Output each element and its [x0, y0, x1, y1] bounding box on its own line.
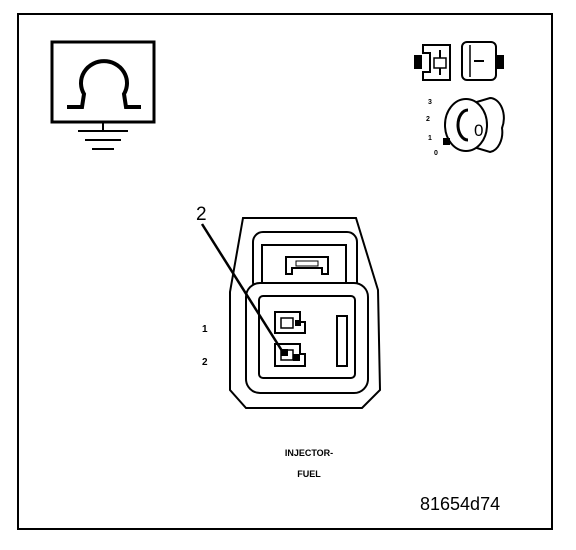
ignition-position-3: 3 [428, 99, 432, 106]
callout-leader-line [200, 223, 286, 355]
pin-label-2: 2 [202, 357, 208, 368]
figure-frame [17, 13, 553, 530]
component-caption-line1: INJECTOR- [285, 448, 333, 458]
figure-id: 81654d74 [420, 494, 500, 514]
pin-label-1: 1 [202, 324, 208, 335]
ignition-switch-off-icon [443, 96, 505, 154]
ignition-position-2: 2 [426, 116, 430, 123]
component-caption-line2: FUEL [297, 469, 321, 479]
callout-tip [281, 349, 288, 356]
ignition-position-0: 0 [434, 150, 438, 157]
ohmmeter-icon [50, 40, 156, 150]
callout-number: 2 [196, 204, 207, 225]
injector-connector [229, 217, 382, 409]
ignition-position-1: 1 [428, 135, 432, 142]
terminal-cavity-1 [274, 311, 306, 334]
disconnected-connector-icon [414, 41, 504, 81]
ignition-key-label: 0 [474, 121, 483, 140]
